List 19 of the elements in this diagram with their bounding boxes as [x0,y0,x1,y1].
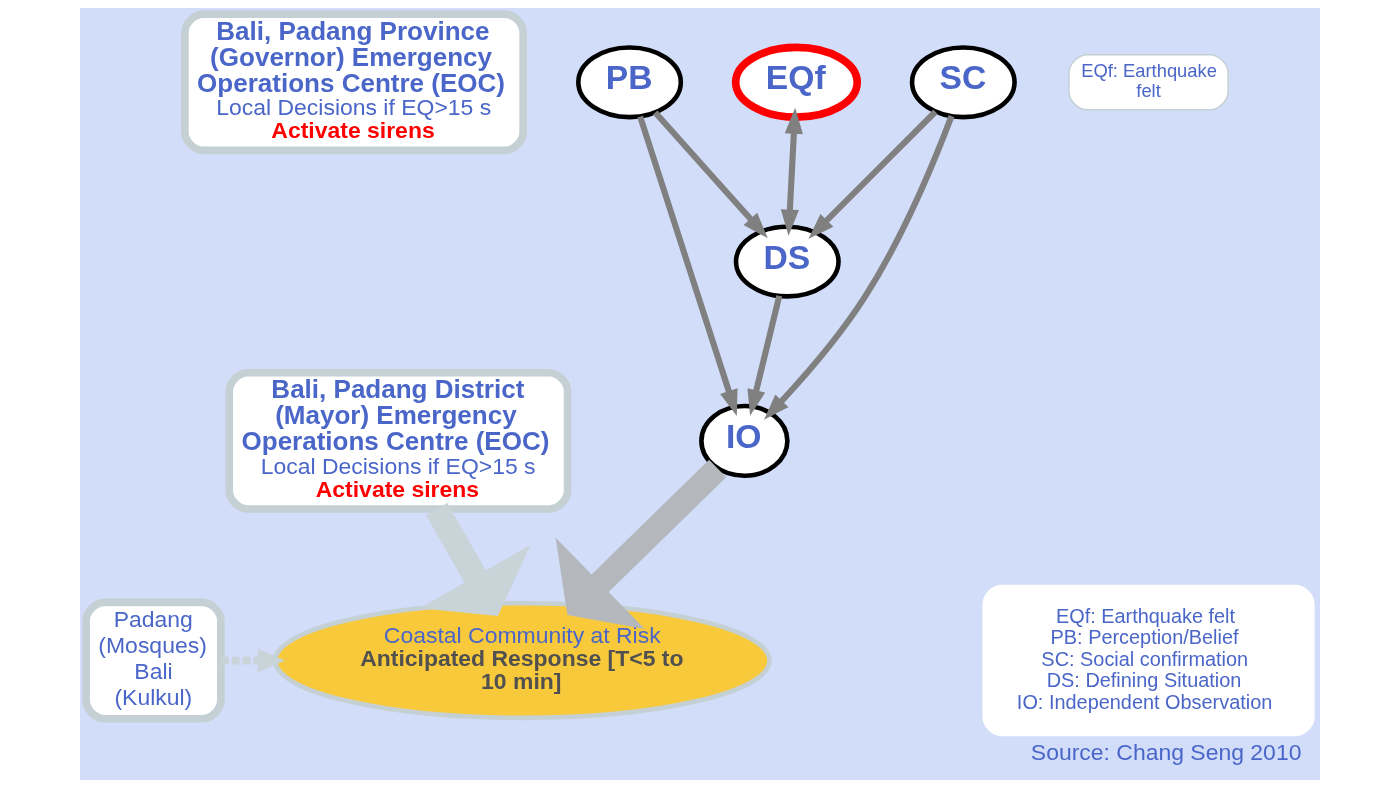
node-ellipse: EQf [731,43,861,121]
node-ellipse: IO [698,403,790,479]
arrow [808,109,938,239]
node-box: Bali, Padang Province (Governor) Emergency Operations Centre (EOC) Local Decisions if EQ>15 s Activate sirens [180,10,527,155]
arrow [555,459,726,629]
node-ellipse: Coastal Community at Risk Anticipated Response [T<5 to 10 min] [272,600,772,721]
arrow [763,115,954,420]
node-box: Padang (Mosques) Bali (Kulkul) [81,598,225,723]
node-ellipse: DS [733,224,841,299]
node-ellipse: SC [909,45,1017,120]
caption: Source: Chang Seng 2010 [1030,739,1301,766]
arrow [780,107,803,236]
arrow [746,295,782,416]
node-box: Bali, Padang District (Mayor) Emergency Operations Centre (EOC) Local Decisions if EQ>15 s Activate sirens [224,368,571,513]
node-box: EQf: Earthquake felt PB: Perception/Belief SC: Social confirmation DS: Defining Situation IO: Independent Observation [981,584,1315,737]
node-box: EQf: Earthquake felt [1067,53,1229,111]
node-ellipse: PB [575,45,683,120]
arrow [652,110,768,239]
arrow [636,115,737,416]
